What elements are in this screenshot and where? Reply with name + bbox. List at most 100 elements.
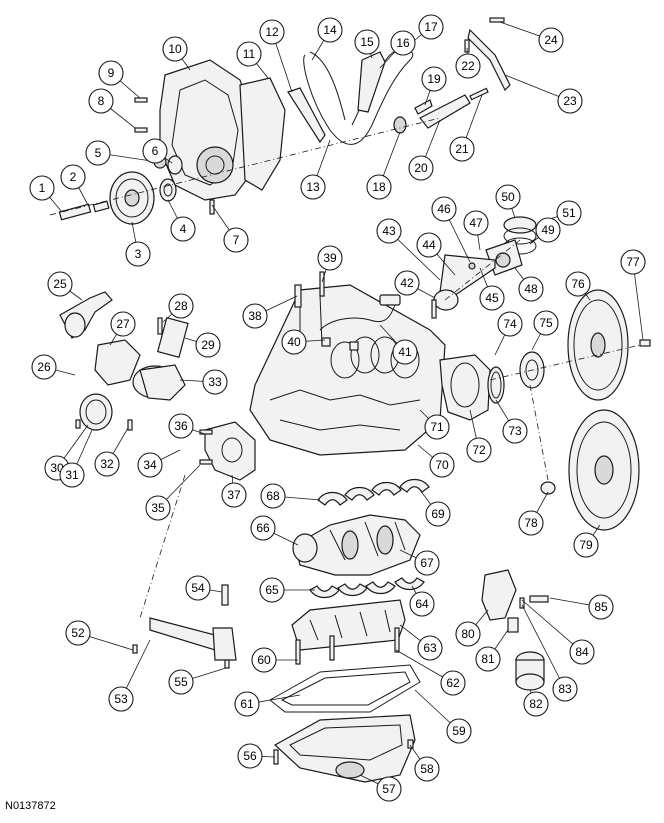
callout-label: 10 bbox=[168, 42, 182, 56]
callout-37: 37 bbox=[221, 482, 247, 508]
callout-58: 58 bbox=[414, 756, 440, 782]
callout-75: 75 bbox=[533, 310, 559, 336]
callout-circle bbox=[237, 743, 263, 769]
callout-label: 50 bbox=[501, 190, 515, 204]
callout-circle bbox=[376, 776, 402, 802]
callout-61: 61 bbox=[234, 691, 260, 717]
callout-label: 80 bbox=[461, 627, 475, 641]
figure-code: N0137872 bbox=[5, 800, 56, 812]
callout-circle bbox=[137, 452, 163, 478]
oil-pickup-tube bbox=[132, 584, 237, 669]
callout-80: 80 bbox=[455, 621, 481, 647]
callout-circle bbox=[259, 577, 285, 603]
flexplate bbox=[567, 289, 651, 401]
callout-label: 1 bbox=[39, 181, 46, 195]
callout-label: 31 bbox=[65, 468, 79, 482]
callout-label: 39 bbox=[323, 251, 337, 265]
callout-label: 53 bbox=[114, 692, 128, 706]
callout-label: 14 bbox=[323, 23, 337, 37]
callout-label: 25 bbox=[53, 277, 67, 291]
oil-pan bbox=[273, 714, 416, 783]
callout-circle bbox=[431, 196, 457, 222]
callout-circle bbox=[125, 241, 151, 267]
callout-78: 78 bbox=[518, 510, 544, 536]
callout-circle bbox=[408, 155, 434, 181]
callout-circle bbox=[518, 276, 544, 302]
callout-circle bbox=[392, 339, 418, 365]
callout-circle bbox=[390, 30, 416, 56]
callout-label: 20 bbox=[414, 161, 428, 175]
callout-64: 64 bbox=[409, 591, 435, 617]
callout-circle bbox=[449, 136, 475, 162]
callout-label: 17 bbox=[424, 20, 438, 34]
callout-circle bbox=[94, 451, 120, 477]
callout-circle bbox=[88, 88, 114, 114]
callout-77: 77 bbox=[620, 249, 646, 275]
callout-34: 34 bbox=[137, 452, 163, 478]
callout-circle bbox=[418, 14, 444, 40]
callout-circle bbox=[65, 620, 91, 646]
callout-label: 29 bbox=[201, 338, 215, 352]
callout-label: 81 bbox=[481, 652, 495, 666]
callout-28: 28 bbox=[168, 293, 194, 319]
callout-68: 68 bbox=[260, 483, 286, 509]
callout-circle bbox=[463, 210, 489, 236]
callout-63: 63 bbox=[417, 635, 443, 661]
callout-19: 19 bbox=[421, 66, 447, 92]
callout-38: 38 bbox=[242, 303, 268, 329]
callout-9: 9 bbox=[98, 60, 124, 86]
callout-circle bbox=[145, 495, 171, 521]
callout-circle bbox=[47, 271, 73, 297]
callout-label: 23 bbox=[563, 94, 577, 108]
callout-circle bbox=[317, 17, 343, 43]
callout-circle bbox=[421, 66, 447, 92]
callout-circle bbox=[366, 174, 392, 200]
callout-label: 58 bbox=[420, 762, 434, 776]
callout-circle bbox=[281, 329, 307, 355]
callout-circle bbox=[475, 646, 501, 672]
callout-69: 69 bbox=[425, 501, 451, 527]
callout-label: 57 bbox=[382, 782, 396, 796]
callout-49: 49 bbox=[535, 217, 561, 243]
callout-circle bbox=[195, 332, 221, 358]
callout-label: 38 bbox=[248, 309, 262, 323]
callout-circle bbox=[552, 676, 578, 702]
callout-51: 51 bbox=[556, 200, 582, 226]
callout-label: 74 bbox=[503, 317, 517, 331]
callout-circle bbox=[409, 591, 435, 617]
callout-label: 33 bbox=[208, 375, 222, 389]
callout-circle bbox=[446, 718, 472, 744]
callout-27: 27 bbox=[110, 311, 136, 337]
callout-label: 70 bbox=[435, 458, 449, 472]
callout-circle bbox=[354, 29, 380, 55]
callout-circle bbox=[108, 686, 134, 712]
callout-circle bbox=[466, 437, 492, 463]
callout-circle bbox=[260, 483, 286, 509]
callout-circle bbox=[497, 311, 523, 337]
callout-label: 18 bbox=[372, 180, 386, 194]
callout-62: 62 bbox=[440, 670, 466, 696]
callout-circle bbox=[557, 88, 583, 114]
callout-26: 26 bbox=[31, 354, 57, 380]
callout-label: 9 bbox=[108, 66, 115, 80]
callout-label: 26 bbox=[37, 360, 51, 374]
callout-label: 35 bbox=[151, 501, 165, 515]
callout-circle bbox=[620, 249, 646, 275]
callout-label: 56 bbox=[243, 749, 257, 763]
callout-label: 65 bbox=[265, 583, 279, 597]
callout-circle bbox=[429, 452, 455, 478]
callout-11: 11 bbox=[236, 41, 262, 67]
callout-label: 32 bbox=[100, 457, 114, 471]
callout-circle bbox=[236, 41, 262, 67]
callout-42: 42 bbox=[394, 270, 420, 296]
callout-circle bbox=[202, 369, 228, 395]
callout-label: 75 bbox=[539, 316, 553, 330]
callout-3: 3 bbox=[125, 241, 151, 267]
water-pump-pulley bbox=[75, 393, 133, 431]
callout-circle bbox=[455, 53, 481, 79]
callout-circle bbox=[535, 217, 561, 243]
callout-52: 52 bbox=[65, 620, 91, 646]
callout-15: 15 bbox=[354, 29, 380, 55]
crankshaft-pulley bbox=[58, 171, 155, 225]
